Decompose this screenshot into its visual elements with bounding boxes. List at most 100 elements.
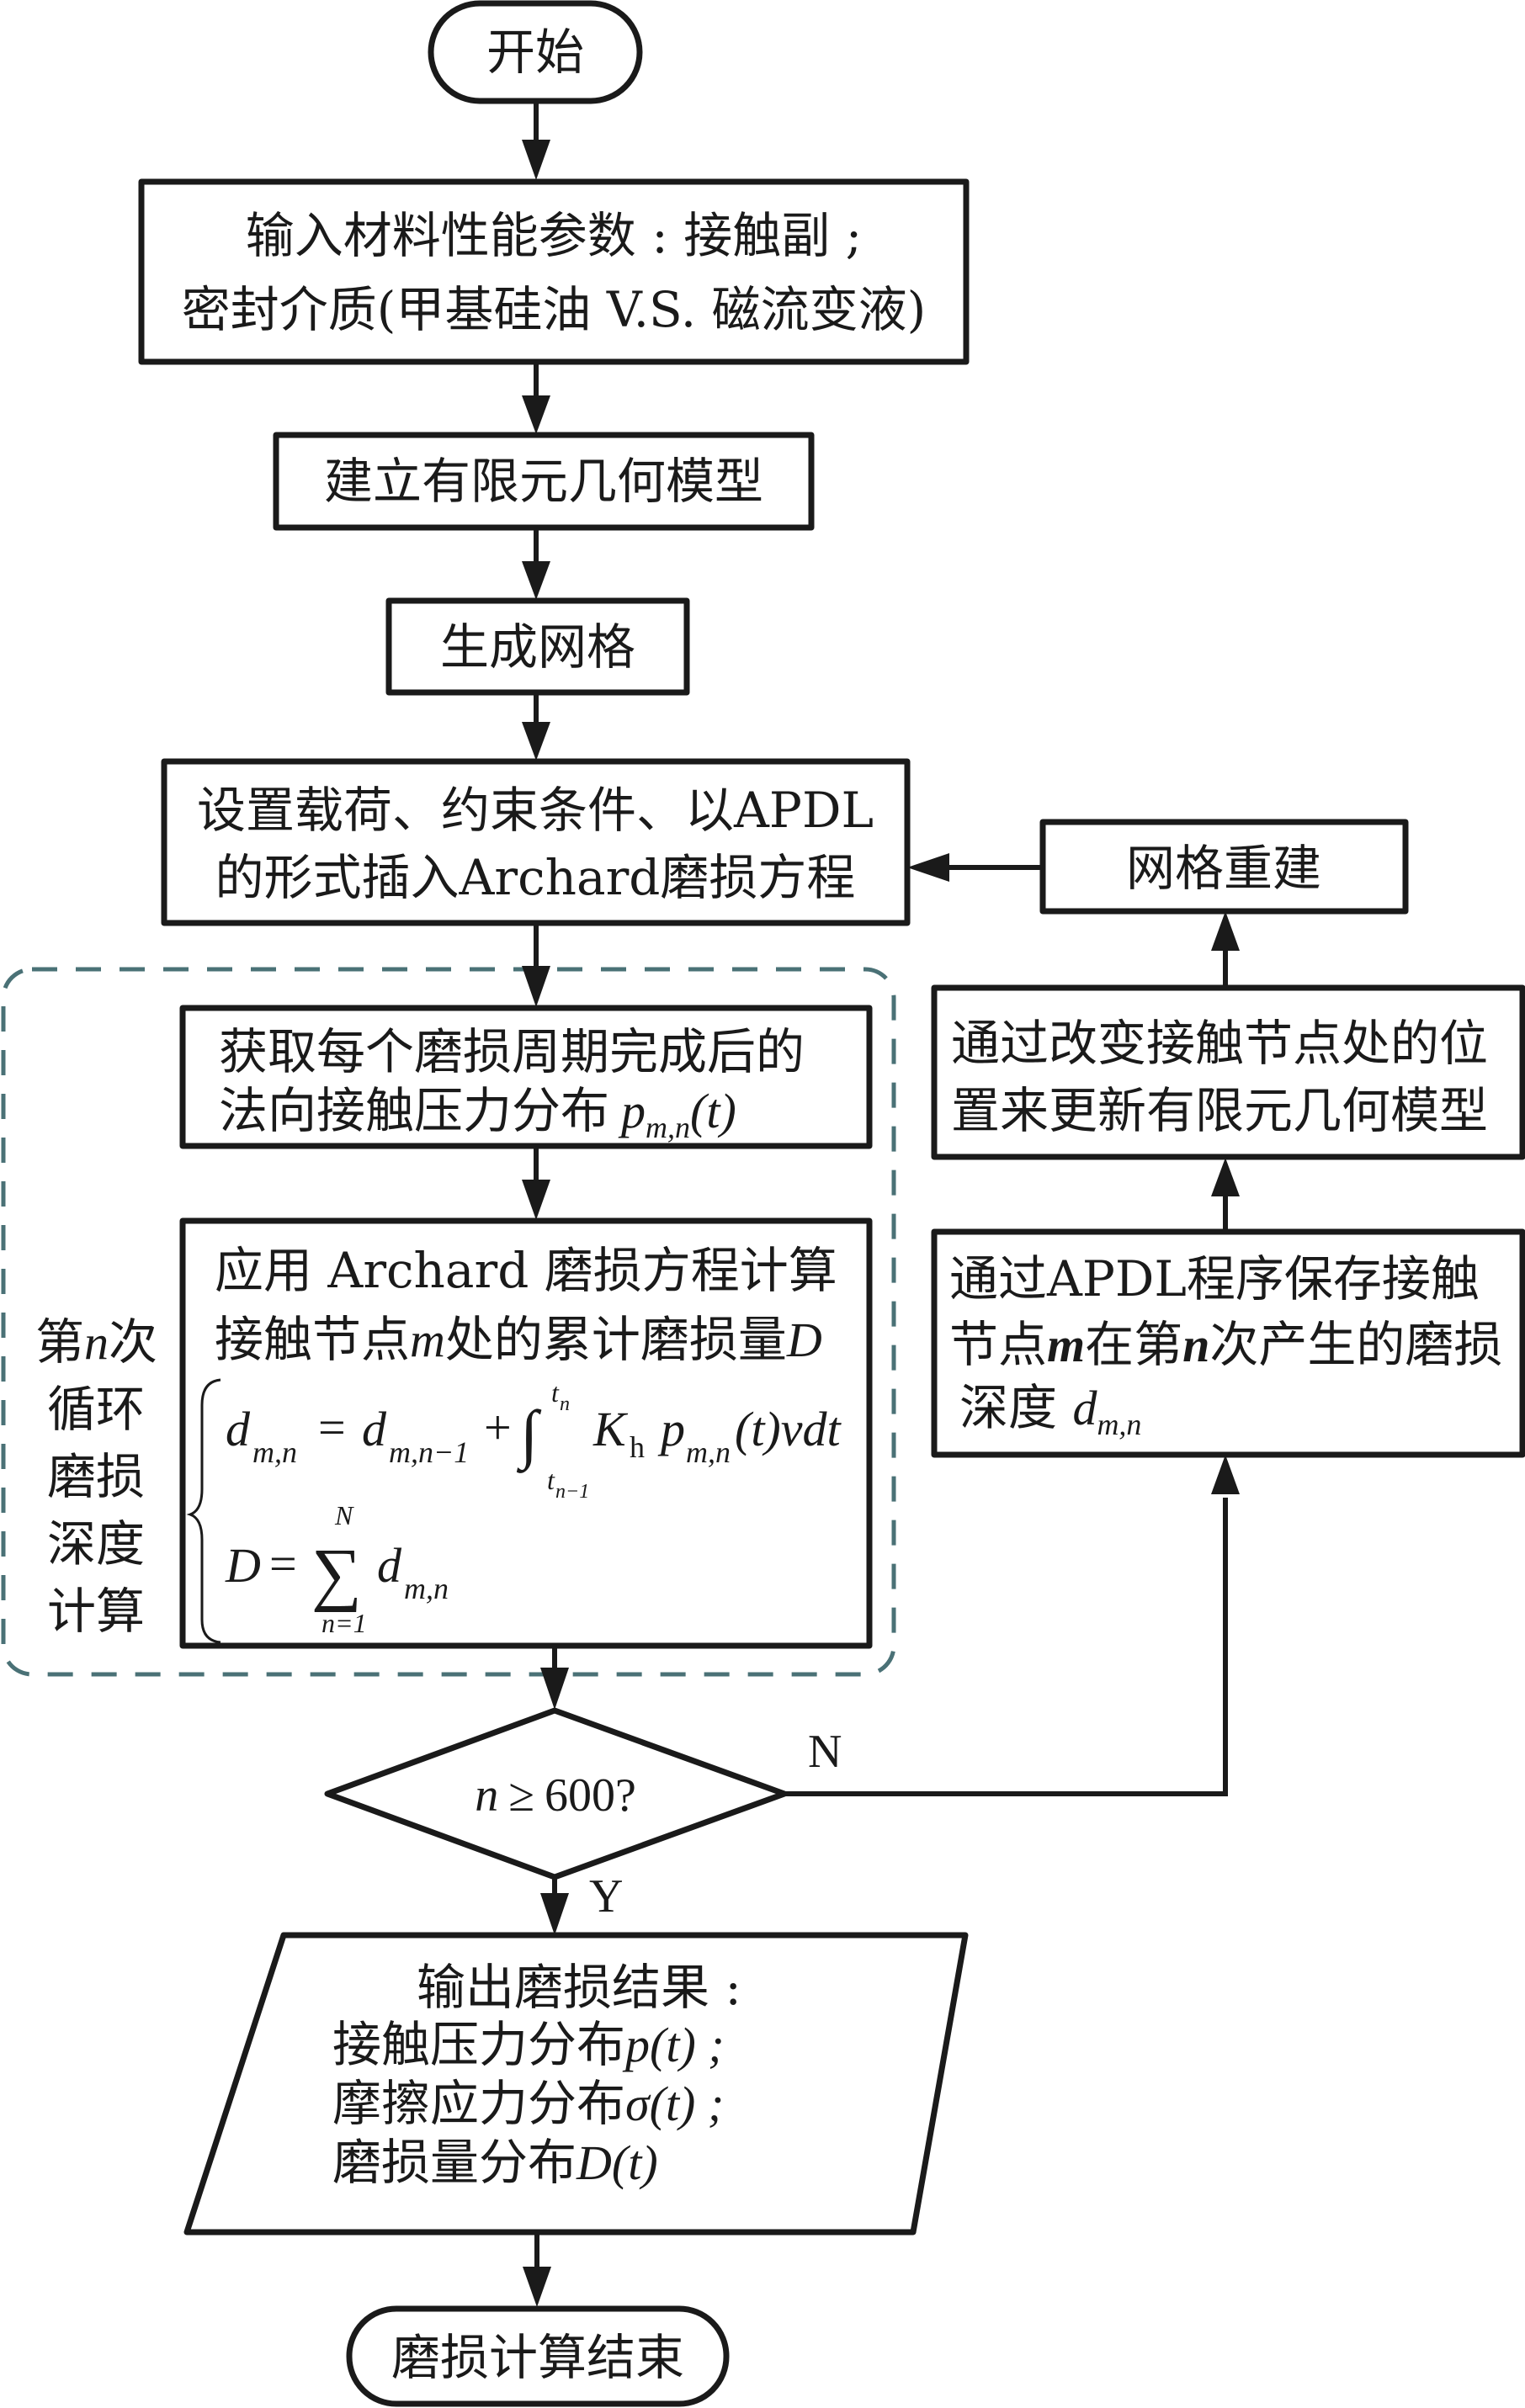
save-depth-line3: 深度 dm,n [959, 1379, 1141, 1441]
eq1-rhs1-sub: m,n−1 [389, 1435, 469, 1469]
eq1-plus: + [484, 1400, 512, 1455]
input-params-node: 输入材料性能参数 : 接触副 ; 密封介质(甲基硅油 V.S. 磁流变液) [138, 178, 970, 365]
save-depth-n: n [1182, 1318, 1209, 1372]
pressure-line1: 获取每个磨损周期完成后的 [219, 1023, 805, 1080]
loop-label-n: n [84, 1315, 109, 1370]
pressure-box [179, 1005, 873, 1149]
loop-group-dashed-frame [1, 967, 896, 1677]
save-depth-m: m [1047, 1318, 1085, 1372]
archard-line1: 应用 Archard 磨损方程计算 [215, 1242, 837, 1299]
arrowhead [1211, 1455, 1240, 1494]
arrowhead [540, 1668, 569, 1710]
output-line3: 磨损量分布D(t) [332, 2134, 658, 2191]
eq1-lhs: d [226, 1402, 251, 1456]
archard-m-symbol: m [410, 1313, 445, 1367]
arrowhead [522, 966, 550, 1007]
decision-var: n [475, 1769, 498, 1822]
eq2-d: d [377, 1538, 402, 1593]
arrowhead [522, 561, 550, 600]
arrowhead [1211, 911, 1240, 951]
archard-line2: 接触节点m处的累计磨损量D [215, 1311, 822, 1368]
eq1-integral: ∫ [516, 1397, 542, 1473]
decision-diamond [324, 1707, 788, 1880]
loop-label-part: 次 [109, 1313, 157, 1371]
output-line1: 接触压力分布p(t) ; [332, 2016, 725, 2073]
mesh-box [385, 597, 690, 696]
loop-label-line2: 循环 [47, 1381, 145, 1438]
eq1-lhs-sub: m,n [252, 1435, 297, 1469]
build-model-node: 建立有限元几何模型 [273, 432, 815, 531]
pressure-symbol: p [618, 1084, 646, 1138]
loop-label-line1: 第n次 [35, 1313, 157, 1371]
connectors [522, 101, 1240, 2307]
decision-node: n≥600? N Y [324, 1707, 842, 1923]
input-params-box [138, 178, 970, 365]
update-geometry-line2: 置来更新有限元几何模型 [951, 1082, 1488, 1139]
decision-no-label: N [808, 1726, 842, 1778]
eq1-tail: (t)vdt [735, 1402, 842, 1456]
save-depth-line2-a: 节点 [949, 1316, 1047, 1373]
setup-box [161, 758, 911, 926]
equation-brace [186, 1378, 221, 1644]
eq1-upper-limit: t [551, 1377, 560, 1408]
arrowhead [522, 395, 550, 434]
arrowhead [522, 722, 550, 761]
output-line2: 摩擦应力分布σ(t) ; [332, 2075, 724, 2132]
arrowhead [907, 853, 949, 882]
pressure-line2-text: 法向接触压力分布 [219, 1082, 609, 1139]
loop-label-line5: 计算 [47, 1583, 145, 1640]
input-params-line1: 输入材料性能参数 : 接触副 ; [246, 207, 862, 264]
eq1-upper-sub: n [560, 1393, 570, 1415]
output-line2-text: 摩擦应力分布 [332, 2075, 625, 2132]
build-model-label: 建立有限元几何模型 [324, 453, 763, 510]
eq1-lower-limit: t [547, 1465, 555, 1495]
output-parallelogram [183, 1932, 969, 2236]
decision-condition: n≥600? [475, 1769, 636, 1822]
arrowhead [523, 2267, 551, 2307]
save-depth-line2-c: 次产生的磨损 [1209, 1316, 1502, 1373]
archard-node: 应用 Archard 磨损方程计算 接触节点m处的累计磨损量D d m,n = … [179, 1217, 873, 1649]
loop-group-label: 第n次 循环 磨损 深度 计算 [35, 1313, 157, 1640]
update-geometry-line1: 通过改变接触节点处的位 [951, 1015, 1488, 1072]
mesh-label: 生成网格 [440, 618, 635, 676]
setup-line1: 设置载荷、约束条件、以APDL [197, 782, 874, 839]
eq1-tail-text: (t)vd [735, 1402, 827, 1456]
arrowhead [540, 1893, 569, 1935]
loop-label-line3: 磨损 [47, 1448, 145, 1505]
save-depth-sub: m,n [1097, 1408, 1141, 1441]
output-line3-symbol: D [576, 2135, 612, 2190]
loop-label-part: 第 [35, 1313, 84, 1371]
pressure-subscript: m,n [646, 1111, 690, 1144]
eq2-lower: n=1 [321, 1608, 367, 1638]
arrowhead [1211, 1158, 1240, 1196]
save-depth-line2: 节点m在第n次产生的磨损 [949, 1316, 1502, 1373]
remesh-node: 网格重建 [1039, 819, 1409, 915]
decision-yes-label: Y [589, 1870, 623, 1923]
remesh-box [1039, 819, 1409, 915]
arrow-decision-no [784, 1498, 1228, 1796]
archard-D-symbol: D [786, 1313, 822, 1367]
start-label: 开始 [486, 24, 584, 81]
output-line1-tail: (t) ; [650, 2018, 725, 2072]
arrowhead [522, 1180, 550, 1220]
save-depth-d: d [1072, 1381, 1097, 1435]
end-node: 磨损计算结束 [346, 2305, 730, 2407]
setup-line2: 的形式插入Archard磨损方程 [215, 849, 856, 906]
input-params-line2: 密封介质(甲基硅油 V.S. 磁流变液) [182, 281, 926, 338]
end-terminator [346, 2305, 730, 2407]
save-depth-box [931, 1228, 1525, 1458]
eq1-K: K [592, 1402, 629, 1456]
eq1-equals: = [318, 1400, 346, 1455]
archard-box [179, 1217, 873, 1649]
equation-1: d m,n = d m,n−1 + ∫ t n t n−1 K h p m,n … [226, 1377, 842, 1503]
output-line2-tail: (t) ; [650, 2077, 725, 2131]
setup-node: 设置载荷、约束条件、以APDL 的形式插入Archard磨损方程 [161, 758, 911, 926]
output-line2-symbol: σ [625, 2077, 651, 2131]
start-node: 开始 [428, 0, 643, 104]
output-title: 输出磨损结果 : [417, 1959, 741, 2016]
eq1-rhs1: d [362, 1402, 387, 1456]
remesh-label: 网格重建 [1126, 840, 1321, 897]
eq1-p-sub: m,n [686, 1435, 731, 1469]
